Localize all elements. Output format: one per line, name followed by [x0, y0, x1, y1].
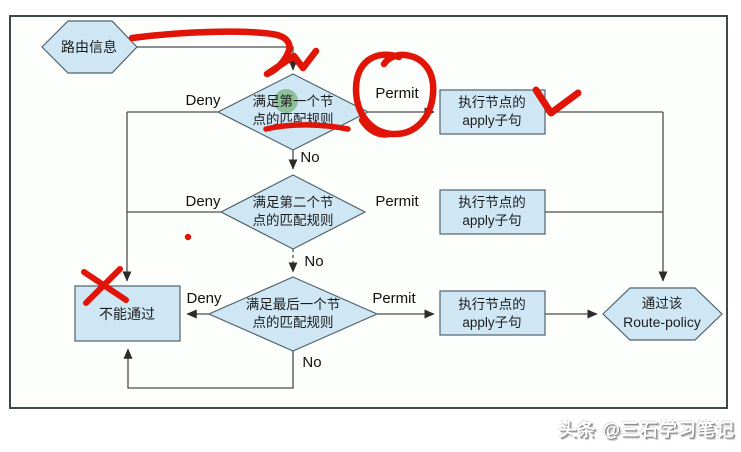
apply3-box	[439, 290, 546, 336]
pass-line1: 通过该	[642, 296, 683, 311]
decision3-line2: 点的匹配规则	[253, 315, 334, 330]
red-circle-permit-tail	[358, 116, 393, 138]
deny-label-3: Deny	[186, 290, 222, 307]
apply1-line1: 执行节点的	[458, 95, 526, 110]
no-label-3: No	[302, 354, 321, 371]
no-label-2: No	[304, 253, 323, 270]
permit-label-2: Permit	[375, 193, 419, 210]
edge-labels: Deny Permit No Deny Permit No Deny Permi…	[185, 85, 419, 371]
decision1-line1: 满足第一个节	[253, 93, 334, 109]
red-arrow-scribble	[128, 28, 320, 78]
apply2-line1: 执行节点的	[458, 195, 526, 210]
red-circle-permit	[352, 51, 437, 138]
deny-label-1: Deny	[185, 92, 221, 109]
flow-connectors	[122, 46, 668, 389]
decision3-diamond	[207, 276, 379, 352]
deny-label-2: Deny	[185, 193, 221, 210]
apply2-box	[439, 189, 546, 235]
start-label: 路由信息	[61, 39, 117, 55]
red-underline	[263, 122, 351, 132]
permit-label-1: Permit	[375, 85, 419, 102]
red-x-mark	[81, 266, 129, 306]
fail-box	[74, 285, 181, 342]
apply3-line1: 执行节点的	[458, 297, 526, 312]
connector-decision3-no-loop	[123, 348, 294, 389]
red-pen-annotations	[81, 28, 582, 306]
apply1-line2: apply子句	[462, 113, 521, 128]
fail-label: 不能通过	[99, 306, 155, 322]
decision1-diamond	[216, 73, 370, 151]
permit-label-3: Permit	[372, 290, 416, 307]
decision3-line1: 满足最后一个节	[246, 297, 341, 312]
red-checkmark	[532, 86, 582, 117]
pass-hexagon	[602, 287, 723, 341]
red-dot	[184, 233, 192, 241]
connector-start-to-decision1	[137, 46, 298, 71]
apply1-box	[439, 89, 546, 135]
flow-shapes	[41, 20, 723, 352]
pass-line2: Route-policy	[623, 314, 701, 330]
decision2-line2: 点的匹配规则	[253, 213, 334, 228]
node-labels: 路由信息 满足第一个节 点的匹配规则 满足第二个节 点的匹配规则 满足最后一个节…	[61, 39, 701, 330]
apply2-line2: apply子句	[462, 213, 521, 228]
apply3-line2: apply子句	[462, 315, 521, 330]
watermark: 头条 @三石学习笔记	[558, 420, 735, 440]
start-hexagon	[41, 20, 138, 74]
green-highlight-annotation	[274, 89, 298, 113]
decision2-line1: 满足第二个节	[253, 194, 334, 210]
decision2-diamond	[219, 174, 367, 250]
no-label-1: No	[300, 149, 319, 166]
